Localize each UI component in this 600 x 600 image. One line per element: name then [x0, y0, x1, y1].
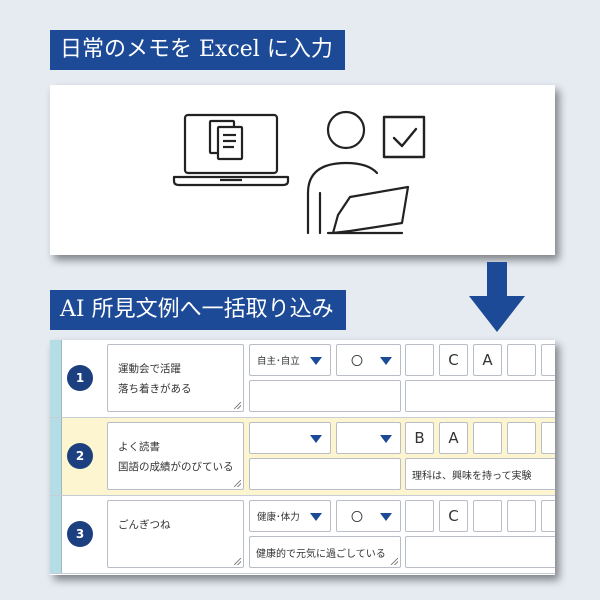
- table-row: 3 ごんぎつね 健康･体力 〇 健康的で元気に過ごしている C: [50, 496, 555, 574]
- chevron-down-icon[interactable]: [380, 357, 392, 365]
- chevron-down-icon[interactable]: [310, 513, 322, 521]
- down-arrow-icon: [469, 262, 525, 332]
- grade-value: C: [448, 351, 459, 369]
- grade-cell[interactable]: C: [439, 500, 468, 532]
- dropdown-value: 〇: [351, 354, 364, 368]
- row-number-badge: 3: [67, 521, 93, 547]
- comment-text: 理科は、興味を持って実験: [412, 471, 532, 482]
- laptop-document-icon: [172, 113, 290, 187]
- grade-cell[interactable]: [507, 344, 536, 376]
- row-number-badge: 1: [67, 365, 93, 391]
- table-row: 2 よく読書 国語の成績がのびている B A 理科は、興味を持って実験: [50, 418, 555, 496]
- chevron-down-icon[interactable]: [310, 435, 322, 443]
- note-textarea[interactable]: 健康的で元気に過ごしている: [249, 536, 401, 568]
- grade-cell[interactable]: [405, 500, 434, 532]
- resize-handle-icon[interactable]: [234, 480, 241, 487]
- row-header-strip: [50, 418, 62, 495]
- memo-textarea[interactable]: ごんぎつね: [107, 500, 244, 568]
- mark-dropdown[interactable]: 〇: [336, 344, 401, 376]
- grade-cell[interactable]: [541, 500, 555, 532]
- grade-cell[interactable]: [541, 422, 555, 454]
- mark-dropdown[interactable]: [336, 422, 401, 454]
- grade-cell[interactable]: [405, 344, 434, 376]
- grade-value: A: [448, 429, 459, 447]
- resize-handle-icon[interactable]: [391, 558, 398, 565]
- chevron-down-icon[interactable]: [380, 435, 392, 443]
- memo-textarea[interactable]: よく読書 国語の成績がのびている: [107, 422, 244, 490]
- person-at-laptop-icon: [306, 110, 410, 235]
- memo-line: 落ち着きがある: [118, 383, 192, 395]
- memo-line: 運動会で活躍: [118, 363, 181, 375]
- grade-cell[interactable]: C: [439, 344, 468, 376]
- resize-handle-icon[interactable]: [234, 558, 241, 565]
- bottom-title-banner: AI 所見文例へ一括取り込み: [50, 290, 346, 330]
- note-textarea[interactable]: [249, 458, 401, 490]
- chevron-down-icon[interactable]: [380, 513, 392, 521]
- grade-cell[interactable]: A: [473, 344, 502, 376]
- illustration-panel: [50, 85, 555, 255]
- comment-field[interactable]: 理科は、興味を持って実験: [405, 458, 555, 490]
- row-number-badge: 2: [67, 443, 93, 469]
- table-row: 1 運動会で活躍 落ち着きがある 自主･自立 〇 C A: [50, 340, 555, 418]
- memo-line: 国語の成績がのびている: [118, 461, 234, 473]
- resize-handle-icon[interactable]: [234, 402, 241, 409]
- grade-cell[interactable]: B: [405, 422, 434, 454]
- mark-dropdown[interactable]: 〇: [336, 500, 401, 532]
- spreadsheet-panel: 1 運動会で活躍 落ち着きがある 自主･自立 〇 C A 2 よく読書: [50, 340, 555, 575]
- grade-value: C: [448, 507, 459, 525]
- category-dropdown[interactable]: 健康･体力: [249, 500, 331, 532]
- chevron-down-icon[interactable]: [310, 357, 322, 365]
- grade-cell[interactable]: [473, 422, 502, 454]
- grade-cell[interactable]: [473, 500, 502, 532]
- memo-line: よく読書: [118, 441, 160, 453]
- grade-value: B: [414, 429, 425, 447]
- grade-cell[interactable]: A: [439, 422, 468, 454]
- grade-cell[interactable]: [541, 344, 555, 376]
- row-header-strip: [50, 496, 62, 573]
- dropdown-value: 健康･体力: [257, 512, 300, 523]
- memo-textarea[interactable]: 運動会で活躍 落ち着きがある: [107, 344, 244, 412]
- dropdown-value: 〇: [351, 510, 364, 524]
- dropdown-value: 自主･自立: [257, 356, 300, 367]
- comment-field[interactable]: [405, 380, 555, 412]
- row-header-strip: [50, 340, 62, 417]
- grade-cell[interactable]: [507, 500, 536, 532]
- top-title-banner: 日常のメモを Excel に入力: [50, 30, 345, 70]
- checkbox-checked-icon: [382, 115, 426, 159]
- category-dropdown[interactable]: 自主･自立: [249, 344, 331, 376]
- note-textarea[interactable]: [249, 380, 401, 412]
- note-text: 健康的で元気に過ごしている: [256, 549, 386, 560]
- grade-value: A: [482, 351, 493, 369]
- comment-field[interactable]: [405, 536, 555, 568]
- memo-line: ごんぎつね: [118, 519, 171, 531]
- grade-cell[interactable]: [507, 422, 536, 454]
- category-dropdown[interactable]: [249, 422, 331, 454]
